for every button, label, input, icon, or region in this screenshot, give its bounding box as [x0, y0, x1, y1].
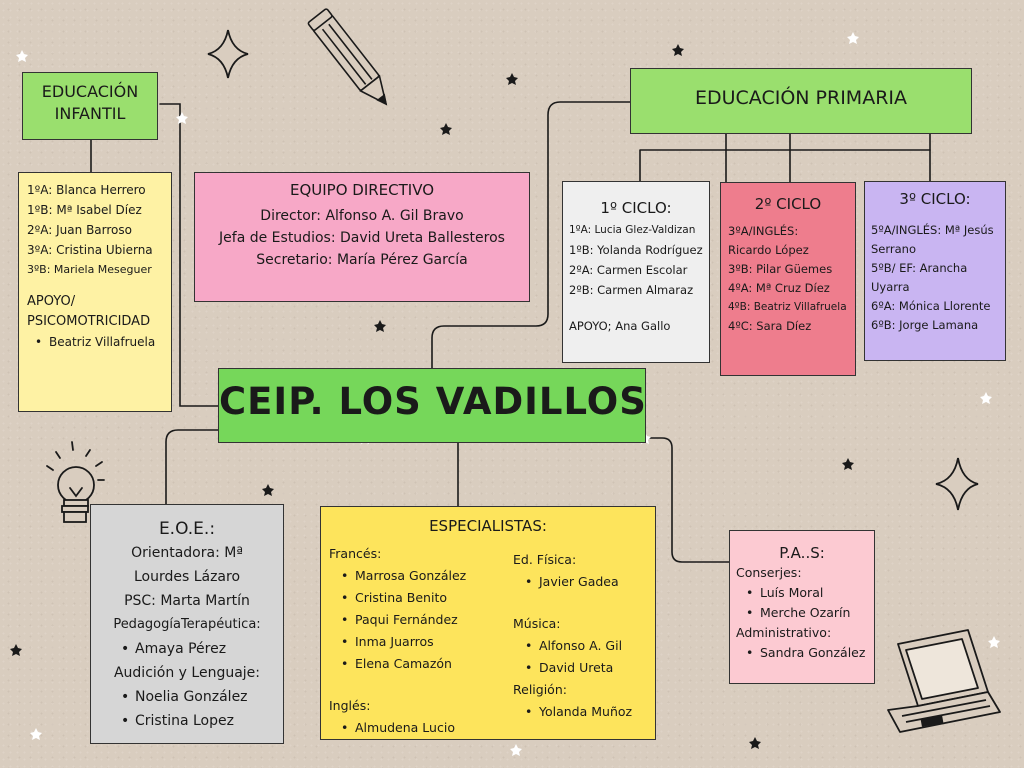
eoe-orientadora-1: Orientadora: Mª — [131, 545, 243, 561]
ciclo3-box: 3º CICLO: 5ºA/INGLÉS: Mª Jesús Serrano 5… — [864, 181, 1006, 361]
equipo-directivo-title: EQUIPO DIRECTIVO — [289, 181, 435, 199]
ciclo2-entry: 3ºB: Pilar Güemes — [728, 262, 833, 276]
ciclo1-entry: 1ºB: Yolanda Rodríguez — [569, 243, 703, 257]
eoe-pt-label: PedagogíaTerapéutica: — [113, 617, 261, 632]
ciclo3-title: 3º CICLO: — [899, 190, 971, 208]
center-title-box: CEIP. LOS VADILLOS — [218, 368, 646, 443]
equipo-directivo-box: EQUIPO DIRECTIVO Director: Alfonso A. Gi… — [194, 172, 530, 302]
list-item: Cristina Benito — [341, 587, 466, 609]
lightbulb-icon — [46, 441, 105, 523]
administrativo-list: Sandra González — [730, 643, 874, 663]
eoe-al-list: Noelia González Cristina Lopez — [91, 685, 283, 733]
administrativo-label: Administrativo: — [736, 625, 832, 640]
primaria-title-box: EDUCACIÓN PRIMARIA — [630, 68, 972, 134]
ciclo3-entry: 5ºA/INGLÉS: Mª Jesús — [871, 223, 994, 237]
directivo-line: Director: Alfonso A. Gil Bravo — [260, 208, 464, 224]
list-item: Alfonso A. Gil — [525, 635, 632, 657]
list-item: Marrosa González — [341, 565, 466, 587]
ingles-list: Almudena Lucio — [329, 717, 466, 739]
list-item: Elena Camazón — [341, 653, 466, 675]
especialistas-right-column: Ed. Física: Javier Gadea Música: Alfonso… — [513, 549, 632, 723]
list-item: Inma Juarros — [341, 631, 466, 653]
musica-label: Música: — [513, 616, 561, 631]
directivo-line: Jefa de Estudios: David Ureta Ballestero… — [219, 230, 505, 246]
pencil-icon — [307, 8, 388, 106]
ciclo3-entry: 6ºB: Jorge Lamana — [871, 318, 979, 332]
eoe-pt-list: Amaya Pérez — [91, 637, 283, 661]
ciclo1-box: 1º CICLO: 1ºA: Lucia Glez-Valdizan 1ºB: … — [562, 181, 710, 363]
ciclo2-entry: 3ºA/INGLÉS: — [728, 224, 799, 238]
list-item: Almudena Lucio — [341, 717, 466, 739]
list-item: Amaya Pérez — [121, 637, 283, 661]
ciclo3-entry: Serrano — [871, 242, 917, 256]
ciclo2-box: 2º CICLO 3ºA/INGLÉS: Ricardo López 3ºB: … — [720, 182, 856, 376]
eoe-box: E.O.E.: Orientadora: Mª Lourdes Lázaro P… — [90, 504, 284, 744]
star-icon — [10, 44, 854, 749]
especialistas-title: ESPECIALISTAS: — [429, 517, 547, 535]
list-item: Merche Ozarín — [746, 603, 874, 623]
especialistas-left-column: Francés: Marrosa González Cristina Benit… — [329, 543, 466, 739]
infantil-title-line1: EDUCACIÓN — [41, 82, 139, 101]
ciclo3-entry: 6ºA: Mónica Llorente — [871, 299, 991, 313]
infantil-entry: 3ºA: Cristina Ubierna — [27, 243, 153, 257]
primaria-title: EDUCACIÓN PRIMARIA — [694, 87, 907, 109]
infantil-apoyo-list: Beatriz Villafruela — [27, 332, 171, 352]
list-item: Noelia González — [121, 685, 283, 709]
infantil-apoyo-label-1: APOYO/ — [27, 294, 76, 309]
eoe-psc: PSC: Marta Martín — [124, 593, 250, 609]
list-item: Javier Gadea — [525, 571, 632, 593]
especialistas-box: ESPECIALISTAS: Francés: Marrosa González… — [320, 506, 656, 740]
center-title: CEIP. LOS VADILLOS — [219, 380, 647, 423]
ciclo2-entry: 4ºB: Beatriz Villafruela — [728, 301, 847, 313]
list-item: Yolanda Muñoz — [525, 701, 632, 723]
pas-box: P.A..S: Conserjes: Luís Moral Merche Oza… — [729, 530, 875, 684]
frances-label: Francés: — [329, 546, 382, 561]
eoe-al-label: Audición y Lenguaje: — [113, 665, 261, 681]
infantil-staff-box: 1ºA: Blanca Herrero 1ºB: Mª Isabel Díez … — [18, 172, 172, 412]
infantil-title: EDUCACIÓN INFANTIL — [23, 81, 157, 125]
ciclo3-entry: 5ºB/ EF: Arancha — [871, 261, 968, 275]
pas-title: P.A..S: — [779, 544, 825, 562]
infantil-entry: 3ºB: Mariela Meseguer — [27, 263, 152, 276]
conserjes-label: Conserjes: — [736, 565, 802, 580]
frances-list: Marrosa González Cristina Benito Paqui F… — [329, 565, 466, 675]
ciclo1-entry: 2ºA: Carmen Escolar — [569, 263, 688, 277]
list-item: Beatriz Villafruela — [35, 332, 171, 352]
infantil-title-box: EDUCACIÓN INFANTIL — [22, 72, 158, 140]
infantil-title-line2: INFANTIL — [54, 104, 126, 123]
infantil-entry: 1ºA: Blanca Herrero — [27, 183, 146, 197]
ingles-label: Inglés: — [329, 698, 371, 713]
ciclo2-entry: 4ºC: Sara Díez — [728, 319, 812, 333]
religion-list: Yolanda Muñoz — [513, 701, 632, 723]
infantil-entry: 2ºA: Juan Barroso — [27, 223, 132, 237]
ciclo2-entry: 4ºA: Mª Cruz Díez — [728, 281, 830, 295]
infantil-apoyo-label-2: PSICOMOTRICIDAD — [27, 314, 151, 329]
ciclo2-entry: Ricardo López — [728, 243, 809, 257]
conserjes-list: Luís Moral Merche Ozarín — [730, 583, 874, 623]
ef-list: Javier Gadea — [513, 571, 632, 593]
ciclo1-entry: 2ºB: Carmen Almaraz — [569, 283, 694, 297]
directivo-line: Secretario: María Pérez García — [256, 252, 468, 268]
eoe-orientadora-2: Lourdes Lázaro — [133, 569, 241, 585]
ciclo3-entry: Uyarra — [871, 280, 910, 294]
musica-list: Alfonso A. Gil David Ureta — [513, 635, 632, 679]
infantil-entry: 1ºB: Mª Isabel Díez — [27, 203, 142, 217]
religion-label: Religión: — [513, 682, 567, 697]
list-item: Cristina Lopez — [121, 709, 283, 733]
eoe-title: E.O.E.: — [158, 519, 216, 539]
list-item: Paqui Fernández — [341, 609, 466, 631]
ciclo1-title: 1º CICLO: — [600, 199, 672, 217]
ciclo1-apoyo: APOYO; Ana Gallo — [569, 319, 671, 333]
ciclo2-title: 2º CICLO — [754, 195, 822, 213]
list-item: Sandra González — [746, 643, 874, 663]
laptop-icon — [887, 629, 1001, 733]
ef-label: Ed. Física: — [513, 552, 577, 567]
ciclo1-entry: 1ºA: Lucia Glez-Valdizan — [569, 224, 696, 236]
list-item: David Ureta — [525, 657, 632, 679]
list-item: Luís Moral — [746, 583, 874, 603]
sparkle-icon — [207, 29, 979, 511]
